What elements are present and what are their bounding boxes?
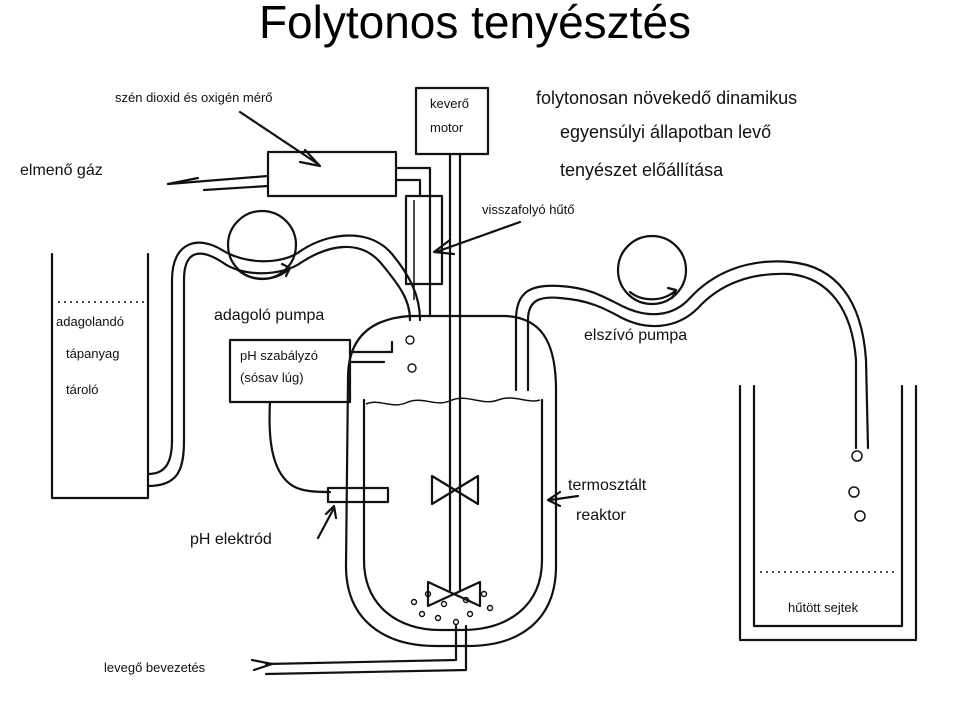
reflux-cooler-label: visszafolyó hűtő [482, 202, 575, 217]
gas-line-inner [394, 178, 422, 198]
gas-meter-pointer-head [298, 148, 322, 168]
ph-controller-label-2: (sósav lúg) [240, 370, 304, 385]
air-bubble [418, 610, 426, 618]
thermostated-reactor-pointer-head [546, 490, 562, 508]
cell-drop [848, 486, 860, 498]
upper-impeller [430, 474, 480, 506]
feed-tank [50, 252, 150, 500]
reactor-port-2 [407, 363, 417, 373]
harvest-vessel-inner [752, 384, 904, 628]
air-inlet-pipe-lower [264, 624, 468, 676]
cell-drop [854, 510, 866, 522]
ph-controller-dosing-line [348, 340, 394, 354]
description-line-2: egyensúlyi állapotban levő [560, 122, 771, 142]
gas-meter-box [266, 150, 398, 198]
air-inlet-label: levegő bevezetés [104, 660, 206, 675]
feed-tank-label-1: adagolandó [56, 314, 124, 329]
exhaust-gas-label: elmenő gáz [20, 162, 103, 179]
gas-meter-label: szén dioxid és oxigén mérő [115, 90, 273, 105]
mixer-motor-label-2: motor [430, 120, 464, 135]
ph-electrode-pointer [316, 506, 336, 540]
feed-tank-label-3: tároló [66, 382, 99, 397]
reflux-cooler [404, 194, 444, 286]
suction-pump-arrow-head [666, 286, 678, 300]
reactor-jacket [344, 314, 558, 648]
gas-meter-pointer-arrow [238, 110, 320, 166]
description-line-3: tenyészet előállítása [560, 160, 724, 180]
description-line-1: folytonosan növekedő dinamikus [536, 88, 797, 108]
lower-impeller [426, 580, 482, 608]
thermostated-reactor-label-1: termosztált [568, 477, 647, 494]
ph-electrode [326, 486, 390, 504]
air-bubble [434, 614, 442, 622]
suction-tube-outer [514, 260, 870, 450]
mixer-motor-box [414, 86, 490, 156]
gas-line-to-cooler [394, 166, 432, 318]
thermostated-reactor-label-2: reaktor [576, 507, 626, 524]
ph-controller-box [228, 338, 352, 404]
reactor-vessel [362, 398, 544, 632]
cooled-cells-label: hűtött sejtek [788, 600, 859, 615]
ph-electrode-pointer-head [324, 504, 338, 520]
reflux-cooler-pointer-head [432, 238, 456, 256]
air-bubble [440, 600, 448, 608]
mixer-motor-label-1: keverő [430, 96, 469, 111]
harvest-vessel-outer [738, 384, 918, 642]
air-bubble [452, 618, 460, 626]
air-bubble [486, 604, 494, 612]
exhaust-arrow [166, 176, 200, 186]
exhaust-pipe-lower [202, 184, 270, 192]
exhaust-pipe [166, 174, 270, 186]
reflux-cooler-pointer [434, 220, 522, 254]
air-bubble [480, 590, 488, 598]
suction-tube-inner [526, 272, 858, 450]
suction-pump-rotor-arrow [628, 288, 678, 301]
feed-tank-label-2: tápanyag [66, 346, 120, 361]
feed-tube-outer [146, 245, 412, 488]
air-inlet-pipe [264, 624, 458, 666]
cell-drop [851, 450, 863, 462]
thermostated-reactor-pointer [548, 494, 580, 502]
suction-pump [616, 234, 688, 306]
feed-tube-inner [146, 234, 422, 476]
reactor-liquid-surface [365, 397, 541, 406]
suction-pump-label: elszívó pumpa [584, 327, 687, 344]
ph-electrode-wire [268, 400, 332, 494]
feed-pump [226, 209, 298, 281]
reactor-port-1 [405, 335, 415, 345]
feed-pump-label: adagoló pumpa [214, 307, 324, 324]
air-bubble [466, 610, 474, 618]
air-bubble [410, 598, 418, 606]
ph-controller-label-1: pH szabályzó [240, 348, 318, 363]
ph-electrode-label: pH elektród [190, 531, 272, 548]
page-title: Folytonos tenyésztés [259, 0, 691, 48]
air-inlet-arrow [250, 658, 274, 672]
air-bubble [424, 590, 432, 598]
feed-pump-arrow-head [280, 262, 292, 278]
air-bubble [462, 596, 470, 604]
feed-pump-rotor-arrow [236, 266, 292, 280]
